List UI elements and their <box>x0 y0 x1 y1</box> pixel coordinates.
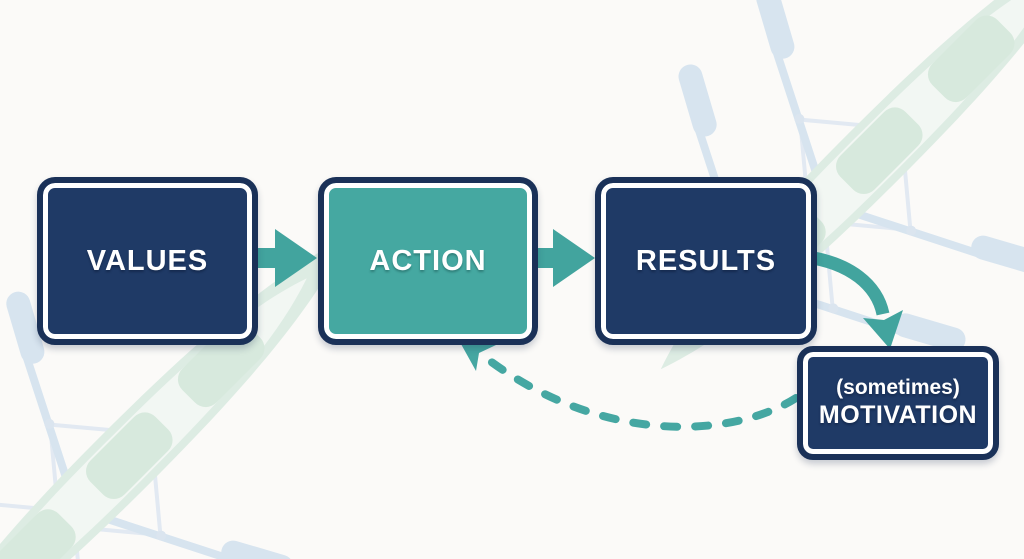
right-arrow-icon <box>520 229 595 287</box>
right-arrow-icon <box>242 229 317 287</box>
node-results-label: RESULTS <box>635 244 777 277</box>
node-values: VALUES <box>37 177 258 345</box>
node-action-label: ACTION <box>369 244 487 277</box>
node-values-label: VALUES <box>86 244 209 277</box>
arrow-action-to-results <box>520 229 595 287</box>
node-motivation: (sometimes) MOTIVATION <box>797 346 999 460</box>
dashed-curve <box>482 354 800 431</box>
arrow-results-to-motivation <box>805 250 903 349</box>
arrow-values-to-action <box>242 229 317 287</box>
curved-arrow-shaft <box>805 250 890 316</box>
node-results: RESULTS <box>595 177 817 345</box>
curved-arrow-head-icon <box>863 310 903 349</box>
node-motivation-prefix-label: (sometimes) <box>836 375 960 399</box>
node-action: ACTION <box>318 177 538 345</box>
node-motivation-label: MOTIVATION <box>818 401 978 430</box>
